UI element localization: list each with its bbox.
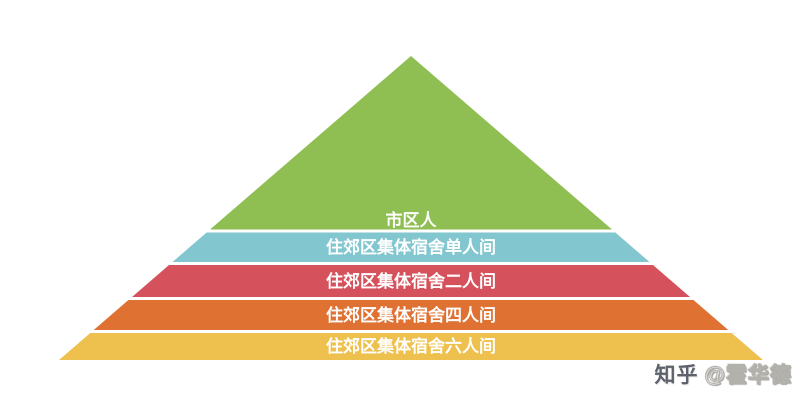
pyramid-layer-label-quad-room: 住郊区集体宿舍四人间: [326, 305, 496, 325]
watermark-platform: 知乎: [654, 364, 699, 387]
pyramid-layer-quad-room: [93, 300, 729, 330]
pyramid-layer-double-room: [132, 265, 690, 297]
pyramid-layer-label-double-room: 住郊区集体宿舍二人间: [326, 271, 496, 291]
watermark: 知乎@霍华德: [655, 359, 792, 389]
pyramid-layer-single-room: [172, 232, 650, 262]
pyramid-layer-city: [210, 56, 612, 230]
pyramid-layer-label-six-room: 住郊区集体宿舍六人间: [326, 336, 496, 356]
pyramid-layer-label-city: 市区人: [386, 210, 438, 230]
pyramid-layer-six-room: [59, 333, 763, 360]
watermark-handle: @霍华德: [704, 364, 792, 388]
pyramid-layer-label-single-room: 住郊区集体宿舍单人间: [326, 237, 496, 257]
